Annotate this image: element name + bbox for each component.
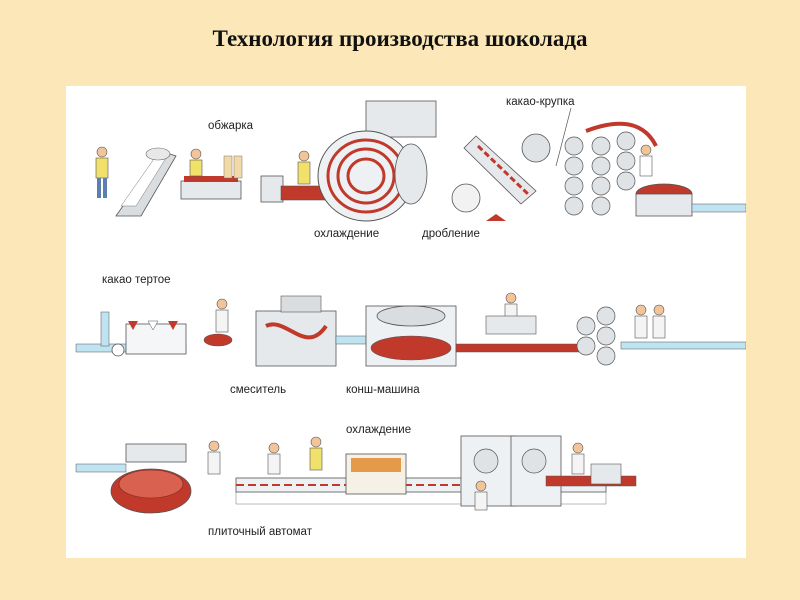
- row-roasting-crushing: [95, 100, 746, 222]
- worker-icon: [215, 298, 229, 333]
- label-conche: конш-машина: [346, 384, 420, 396]
- worker-icon: [652, 304, 666, 339]
- label-mixer: смеситель: [230, 384, 287, 396]
- label-bar-machine: плиточный автомат: [208, 526, 312, 538]
- worker-icon: [189, 148, 203, 177]
- worker-icon: [639, 144, 653, 177]
- row-molding-cooling: [75, 435, 637, 514]
- production-diagram: обжарка какао-крупка охлаждение дроблени…: [66, 86, 746, 558]
- label-crushing: дробление: [422, 228, 480, 240]
- slide-title: Технология производства шоколада: [212, 26, 588, 51]
- worker-icon: [474, 480, 488, 511]
- label-cocoa-nibs: какао-крупка: [506, 96, 575, 108]
- worker-icon: [309, 436, 323, 471]
- row-mixing-conching: [75, 292, 746, 367]
- worker-icon: [634, 304, 648, 339]
- worker-icon: [207, 440, 221, 475]
- worker-icon: [297, 150, 311, 185]
- roller-mill-icon: [564, 131, 636, 216]
- worker-icon: [571, 442, 585, 475]
- worker-icon: [267, 442, 281, 475]
- label-cocoa-liquor: какао тертое: [102, 274, 171, 286]
- production-line-illustration: [75, 100, 746, 514]
- label-cooling-1: охлаждение: [314, 228, 380, 240]
- label-cooling-2: охлаждение: [346, 424, 412, 436]
- label-roasting: обжарка: [208, 120, 254, 132]
- roller-mill-icon: [576, 306, 616, 366]
- worker-icon: [95, 146, 109, 198]
